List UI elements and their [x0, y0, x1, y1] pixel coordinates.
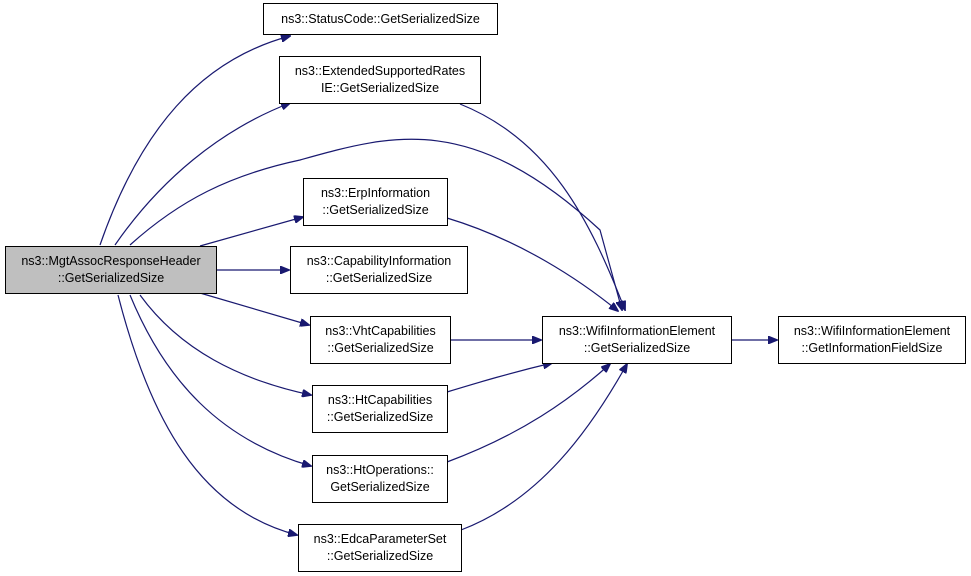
node-erp-information[interactable]: ns3::ErpInformation ::GetSerializedSize [303, 178, 448, 226]
edge-root-ext-rates [114, 103, 290, 246]
node-label-line: ::GetSerializedSize [326, 410, 434, 424]
node-label-line: ns3::ErpInformation [320, 186, 431, 200]
node-label-line: ::GetSerializedSize [57, 271, 165, 285]
node-capability-information[interactable]: ns3::CapabilityInformation ::GetSerializ… [290, 246, 468, 294]
edge-root-ht-ops [129, 294, 311, 466]
node-label-line: ns3::ExtendedSupportedRates [294, 64, 466, 78]
node-label-line: ns3::HtCapabilities [327, 393, 433, 407]
edge-root-ht-cap [139, 294, 311, 395]
edge-root-status-code [99, 36, 290, 246]
edge-ht-cap-wifi-ie [446, 363, 552, 393]
edge-ht-ops-wifi-ie [446, 364, 610, 463]
node-status-code[interactable]: ns3::StatusCode::GetSerializedSize [263, 3, 498, 35]
node-label-line: ::GetSerializedSize [326, 549, 434, 563]
node-label-line: GetSerializedSize [330, 480, 430, 494]
edge-ext-rates-wifi-ie [459, 103, 625, 310]
node-edca-parameter-set[interactable]: ns3::EdcaParameterSet ::GetSerializedSiz… [298, 524, 462, 572]
node-label-line: ns3::EdcaParameterSet [313, 532, 447, 546]
node-label-line: ::GetSerializedSize [322, 203, 429, 217]
node-mgt-assoc-response-header[interactable]: ns3::MgtAssocResponseHeader ::GetSeriali… [5, 246, 217, 294]
node-label-line: ::GetInformationFieldSize [801, 341, 943, 355]
node-label-line: ::GetSerializedSize [327, 341, 434, 355]
node-label-line: ::GetSerializedSize [325, 271, 433, 285]
node-label-line: ns3::WifiInformationElement [558, 324, 716, 338]
node-ht-capabilities[interactable]: ns3::HtCapabilities ::GetSerializedSize [312, 385, 448, 433]
edge-root-erp [199, 217, 303, 247]
node-wifi-information-element[interactable]: ns3::WifiInformationElement ::GetSeriali… [542, 316, 732, 364]
node-label-line: IE::GetSerializedSize [320, 81, 440, 95]
node-label-line: ns3::CapabilityInformation [306, 254, 452, 268]
edge-erp-wifi-ie [446, 217, 618, 311]
node-label-line: ns3::VhtCapabilities [325, 324, 436, 338]
node-label-line: ns3::MgtAssocResponseHeader [21, 254, 201, 268]
node-label-line: ns3::HtOperations:: [326, 463, 434, 477]
node-wifi-information-field-size[interactable]: ns3::WifiInformationElement ::GetInforma… [778, 316, 966, 364]
edge-root-vht [199, 292, 309, 325]
node-label-line: ns3::StatusCode::GetSerializedSize [281, 11, 480, 26]
node-ht-operations[interactable]: ns3::HtOperations:: GetSerializedSize [312, 455, 448, 503]
node-label-line: ::GetSerializedSize [583, 341, 691, 355]
edge-root-wifi-ie-direct [129, 138, 622, 310]
edge-edca-wifi-ie [460, 364, 627, 531]
node-label-line: ns3::WifiInformationElement [793, 324, 951, 338]
node-extended-supported-rates[interactable]: ns3::ExtendedSupportedRates IE::GetSeria… [279, 56, 481, 104]
node-vht-capabilities[interactable]: ns3::VhtCapabilities ::GetSerializedSize [310, 316, 451, 364]
edge-root-edca [117, 294, 297, 535]
